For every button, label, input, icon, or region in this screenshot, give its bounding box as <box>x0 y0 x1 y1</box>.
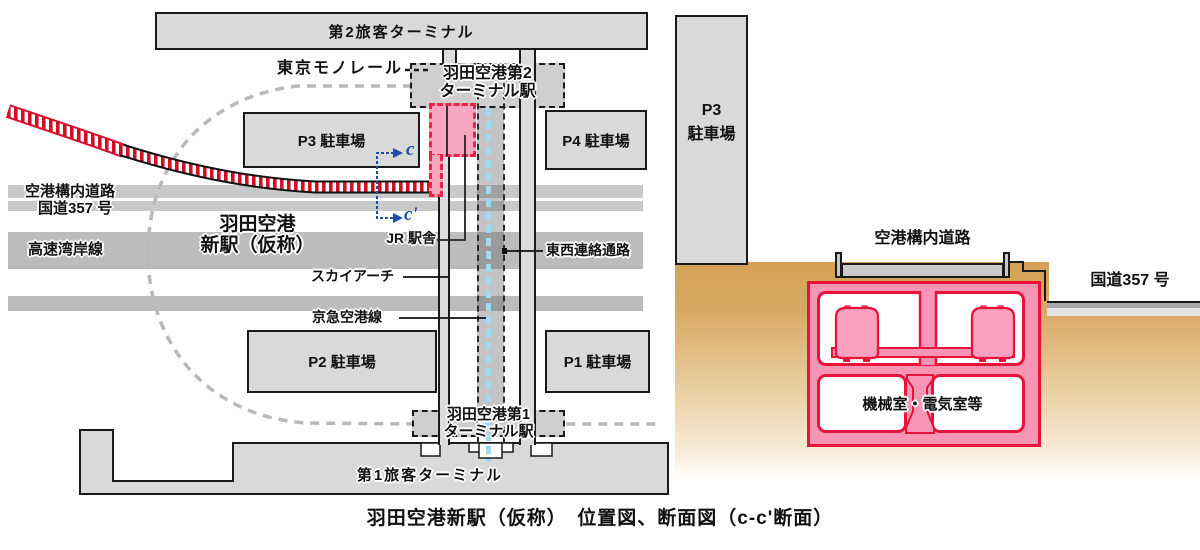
t2-station-box <box>410 63 565 108</box>
section-marker-c: c <box>406 139 415 160</box>
terminal1-label: 第1旅客ターミナル <box>356 467 504 484</box>
route357-road-surface <box>1047 301 1200 308</box>
map-overlay <box>376 68 543 319</box>
airport-road-deck <box>841 263 1004 278</box>
route357-road-lower <box>1047 308 1200 316</box>
p3-label: P3 駐車場 <box>297 132 366 150</box>
road-band-lower <box>8 296 643 311</box>
terminal1-building-shape <box>79 429 669 495</box>
p2-label: P2 駐車場 <box>308 354 376 371</box>
p2-parking <box>247 330 437 393</box>
keikyu-airport-line <box>486 108 491 462</box>
airport-road-section-label: 空港構内道路 <box>874 230 971 247</box>
machine-room-label: 機械室・電気室等 <box>862 396 983 413</box>
section-arrow-c <box>393 148 403 158</box>
figure-caption: 羽田空港新駅（仮称） 位置図、断面図（c-c'断面） <box>366 508 834 529</box>
section-overlay <box>831 261 1046 434</box>
route357-section-label: 国道357 号 <box>1090 272 1170 289</box>
p1-parking <box>545 330 650 393</box>
machine-room-left <box>817 374 907 433</box>
new-station-box-extension <box>429 155 443 197</box>
p3-parking <box>243 112 420 168</box>
p4-parking <box>545 110 647 170</box>
terminal2-label: 第2旅客ターミナル <box>328 23 475 41</box>
ground-step-line <box>1009 261 1046 301</box>
section-line-bracket <box>376 152 394 219</box>
map-underlay <box>5 84 669 495</box>
jr-station-leader <box>437 135 466 241</box>
p1-label: P1 駐車場 <box>563 354 632 371</box>
p4-label: P4 駐車場 <box>562 132 630 150</box>
airport-road-label: 空港構内道路 <box>25 183 116 200</box>
train-section-left <box>834 305 880 362</box>
route357-label: 国道357 号 <box>38 200 113 217</box>
road-deck-post-right <box>1003 252 1010 278</box>
jr-station-building-label: JR 駅舎 <box>386 230 436 246</box>
upper-center-column <box>920 291 936 365</box>
rail-pair-top <box>442 50 457 65</box>
corridor-edge-left <box>477 63 479 443</box>
section-arrow-c-prime <box>393 213 403 223</box>
terminal2-building <box>155 12 648 50</box>
sky-arch-label: スカイアーチ <box>311 268 395 284</box>
keikyu-line-label: 京急空港線 <box>312 309 382 325</box>
p3-parking-section <box>675 15 748 265</box>
lower-center-column <box>905 374 935 434</box>
jr-rail-pair <box>438 155 450 445</box>
new-station-box <box>429 103 476 157</box>
new-station-label: 羽田空港新駅（仮称） <box>200 214 315 257</box>
section-marker-c-prime: c' <box>404 204 418 225</box>
east-west-corridor-label: 東西連絡通路 <box>546 242 630 258</box>
bayshore-label: 高速湾岸線 <box>28 241 104 258</box>
road-deck-post-left <box>835 252 842 278</box>
monorail-keikyu-rail-pair <box>519 50 536 445</box>
route357-cut <box>1049 262 1200 301</box>
monorail-label: 東京モノレール <box>277 60 404 77</box>
train-section-right <box>970 305 1016 362</box>
road-band-route357 <box>8 201 643 211</box>
machine-room-right <box>931 374 1025 433</box>
